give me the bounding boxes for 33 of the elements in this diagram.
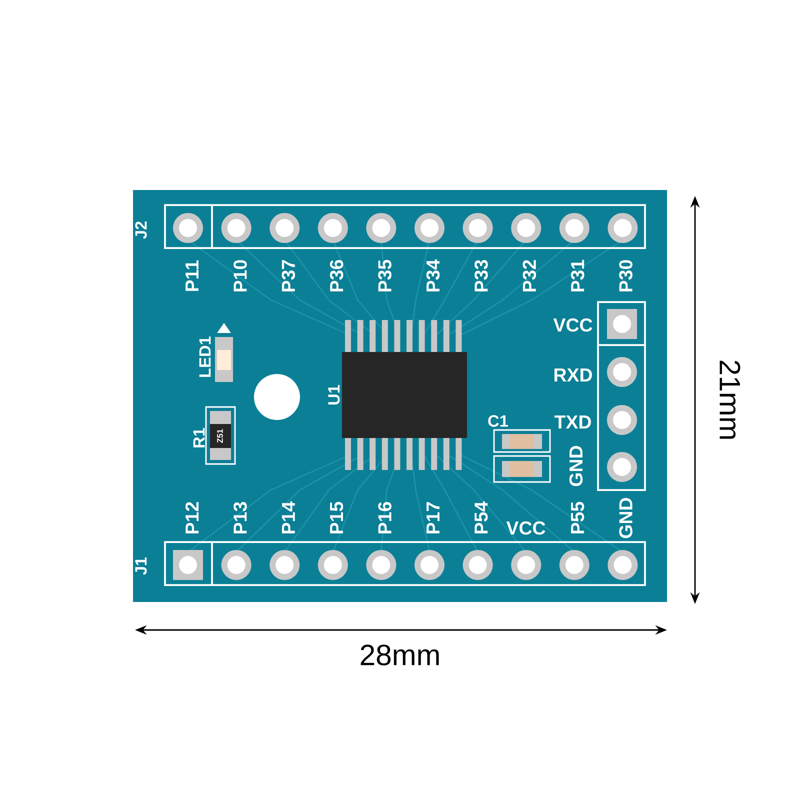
pin-label: TXD [554, 416, 591, 428]
pin-label: P34 [426, 259, 440, 292]
pin-label: P36 [330, 260, 344, 292]
pin-label: P13 [234, 502, 247, 534]
pin-label: P31 [570, 260, 584, 292]
component-label: U1 [328, 384, 340, 404]
pin-label: VCC [506, 521, 546, 535]
component-label: J1 [135, 557, 147, 575]
component-label: R1 [193, 428, 205, 448]
component-label: C1 [488, 415, 508, 427]
pin-label: P11 [186, 260, 198, 291]
dimension-label: 21mm [720, 360, 740, 439]
pin-label: P12 [185, 502, 199, 534]
dimension-label: 28mm [360, 644, 439, 666]
pin-label: P37 [282, 260, 296, 292]
pin-label: P54 [474, 501, 488, 534]
component-label: LED1 [199, 336, 211, 377]
pin-label: VCC [553, 318, 592, 332]
pin-label: P33 [474, 260, 488, 292]
pin-label: P32 [522, 260, 536, 292]
pin-label: P15 [330, 502, 344, 534]
pin-label: P10 [234, 260, 247, 292]
pin-label: P30 [619, 260, 632, 292]
pin-label: P35 [378, 260, 392, 292]
component-label: J2 [135, 222, 147, 239]
pin-label: GND [619, 498, 632, 538]
pin-label: GND [569, 446, 583, 486]
component-marking: Z51 [217, 429, 223, 443]
pin-label: P55 [571, 502, 584, 534]
pin-label: P16 [378, 502, 392, 534]
pin-label: P17 [426, 502, 440, 534]
pin-label: RXD [554, 368, 592, 382]
pin-label: P14 [282, 501, 295, 534]
